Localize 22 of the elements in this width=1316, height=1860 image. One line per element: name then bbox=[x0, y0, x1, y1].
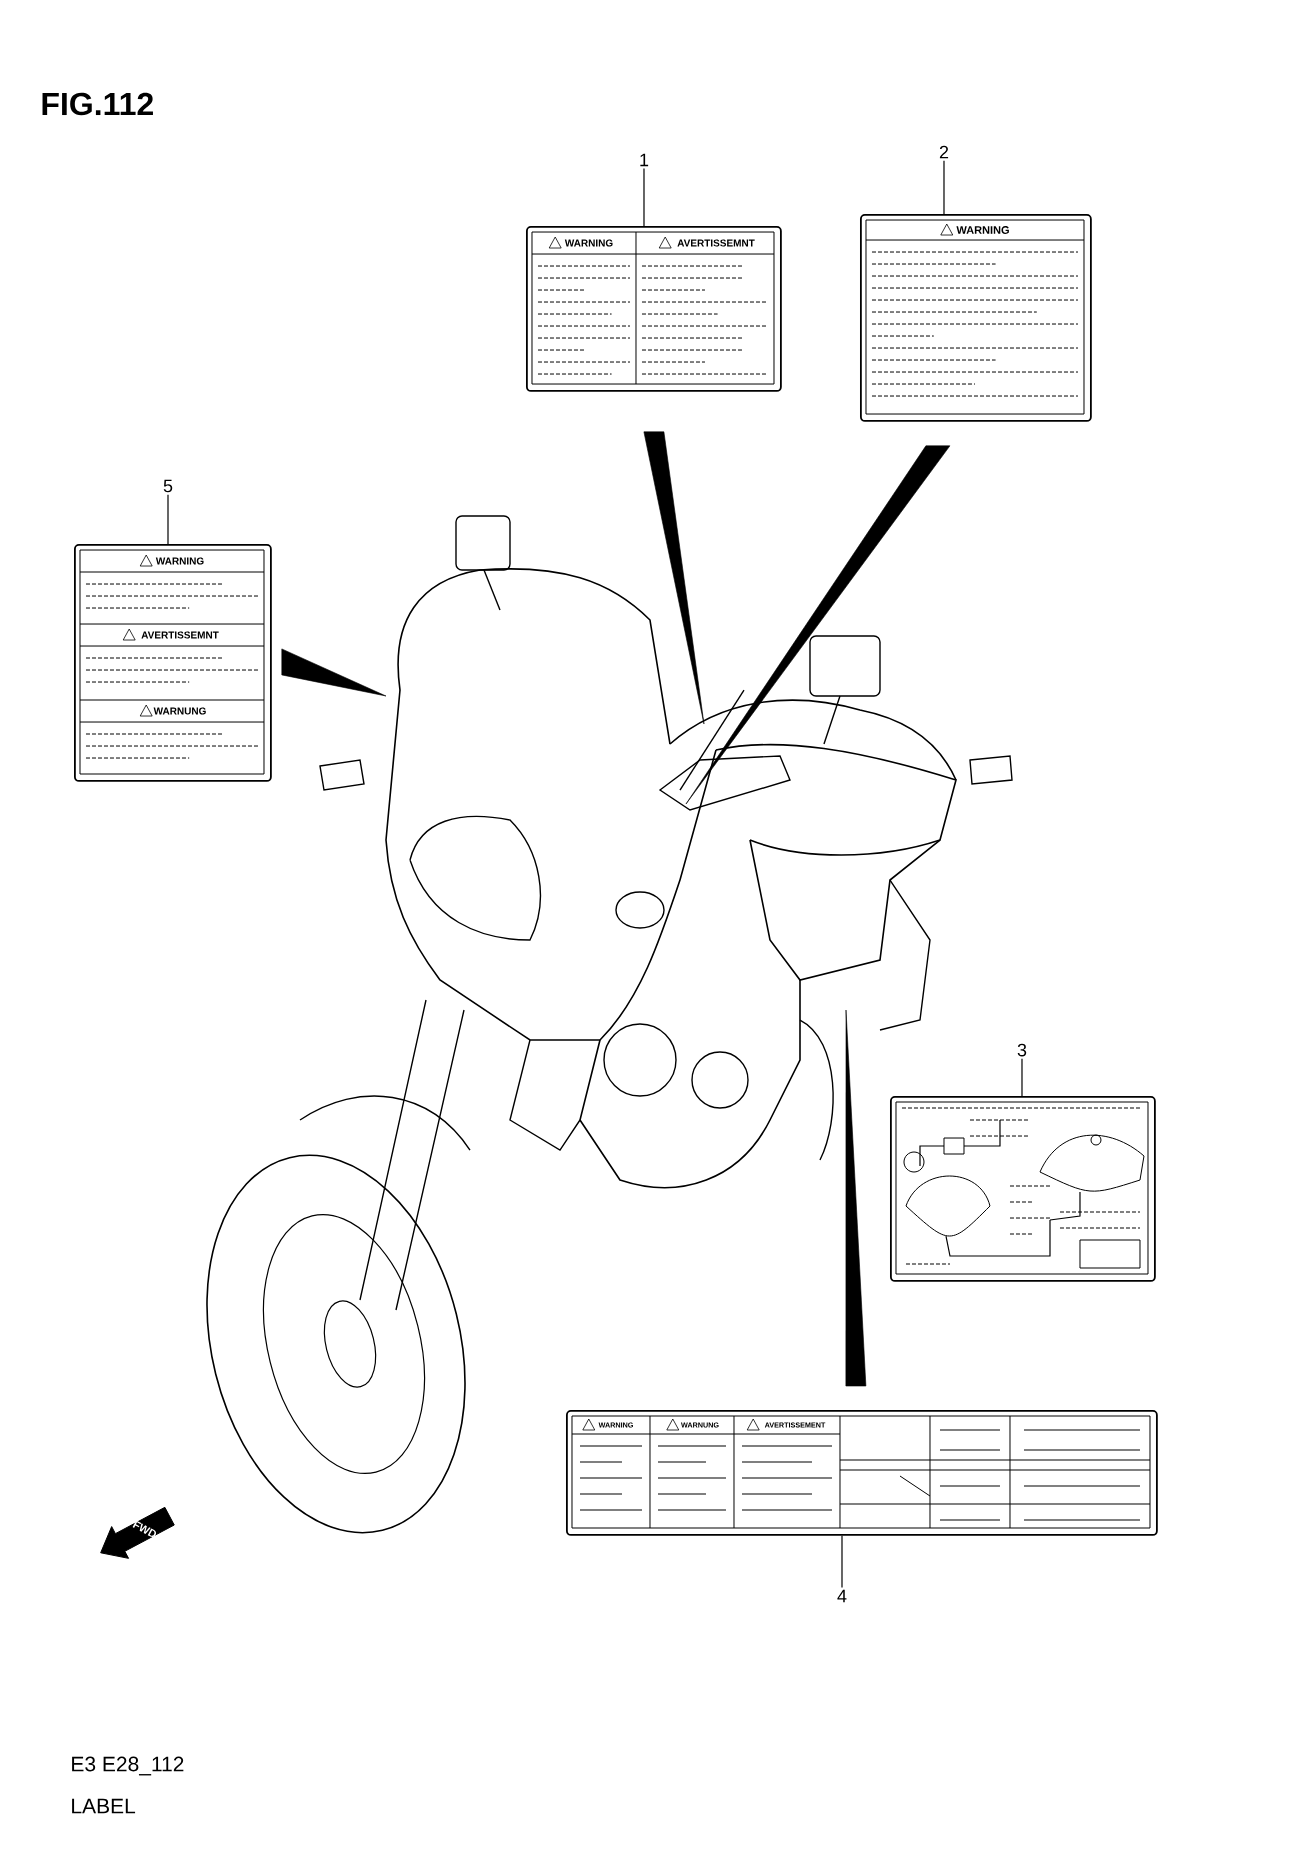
leader-line bbox=[167, 494, 169, 545]
leader-line bbox=[1021, 1058, 1023, 1097]
pointer-wedge bbox=[643, 431, 705, 725]
warning-label bbox=[74, 544, 272, 782]
callout-number: 4 bbox=[837, 1589, 847, 1603]
diagram-label bbox=[890, 1096, 1156, 1282]
callout-number: 5 bbox=[163, 479, 173, 493]
leader-line bbox=[841, 1535, 843, 1588]
diagram-name: LABEL bbox=[72, 1798, 136, 1814]
warning-label bbox=[566, 1410, 1158, 1536]
diagram-code: E3 E28_112 bbox=[72, 1756, 184, 1776]
pointer-wedge bbox=[685, 445, 951, 805]
callout-number: 2 bbox=[939, 145, 949, 159]
warning-label bbox=[860, 214, 1092, 422]
figure-title: FIG.112 bbox=[42, 92, 153, 116]
warning-label bbox=[526, 226, 782, 392]
leader-line bbox=[943, 160, 945, 215]
pointer-wedge bbox=[845, 1009, 867, 1387]
callout-number: 3 bbox=[1017, 1043, 1027, 1057]
callout-number: 1 bbox=[640, 153, 649, 167]
pointer-wedge bbox=[281, 648, 387, 697]
leader-line bbox=[643, 168, 645, 227]
